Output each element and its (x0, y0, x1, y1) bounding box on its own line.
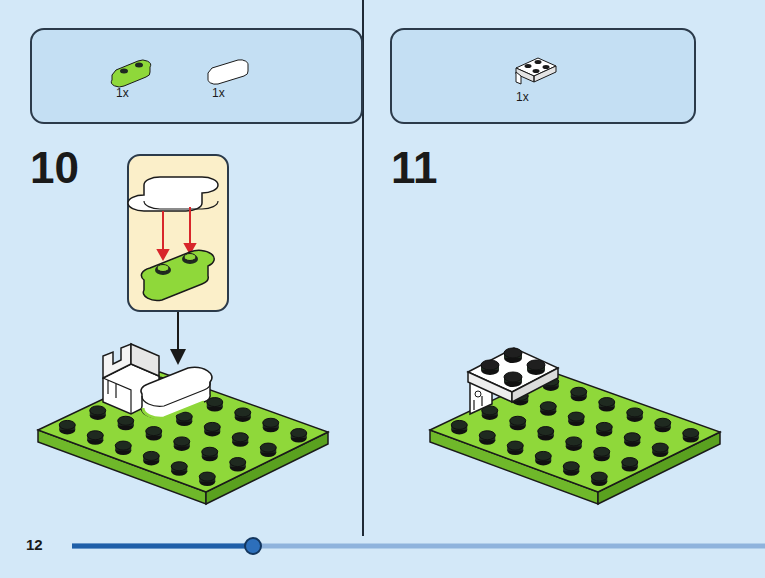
plate-stud (174, 437, 190, 446)
plate-stud (655, 418, 671, 427)
progress-marker (245, 538, 261, 554)
plate-2x2-11 (468, 348, 558, 402)
step-number: 10 (30, 144, 79, 192)
progress-fill (72, 544, 253, 549)
plate-stud (451, 420, 467, 429)
plate-stud (627, 408, 643, 417)
plate-stud (291, 429, 307, 438)
plate-stud (624, 433, 640, 442)
plate-stud (504, 348, 522, 358)
page-number: 12 (26, 536, 43, 554)
plate-stud (59, 420, 75, 429)
plate-stud (87, 431, 103, 440)
plate-stud (479, 431, 495, 440)
plate-stud (115, 441, 131, 450)
plate-stud (481, 360, 499, 370)
tile-10 (141, 367, 212, 418)
plate-stud (263, 418, 279, 427)
part-icon-plate (111, 60, 150, 87)
plate-stud (204, 422, 220, 431)
plate-side (430, 430, 598, 504)
part-quantity: 1x (516, 90, 529, 104)
plate-stud (563, 462, 579, 471)
part-quantity: 1x (116, 86, 129, 100)
plate-stud (599, 398, 615, 407)
part-icon-tile (208, 60, 248, 84)
plate-stud (202, 447, 218, 456)
callout-inset (128, 155, 228, 311)
plate-stud (118, 416, 134, 425)
inset-plate (141, 250, 214, 300)
plate-stud (591, 472, 607, 481)
plate-stud (568, 412, 584, 421)
parts-callout-fill (31, 29, 362, 123)
plate-stud (199, 472, 215, 481)
plate-stud (683, 429, 699, 438)
plate-stud (596, 422, 612, 431)
plate-stud (538, 427, 554, 436)
plate-stud (507, 441, 523, 450)
plate-stud (260, 443, 276, 452)
parts-callout-fill (391, 29, 695, 123)
studs-2x2 (481, 348, 545, 387)
part-icon-bracket (516, 58, 556, 84)
step-number: 11 (391, 144, 438, 192)
placement-arrowhead (170, 349, 186, 365)
inset-tile (128, 177, 218, 211)
plate-stud (90, 406, 106, 415)
plate-stud (232, 433, 248, 442)
plate-stud (230, 458, 246, 467)
plate-stud (622, 458, 638, 467)
plate-stud (594, 447, 610, 456)
plate-stud (652, 443, 668, 452)
plate-stud (527, 360, 545, 370)
plate-stud (235, 408, 251, 417)
plate-stud (504, 372, 522, 382)
plate-stud (566, 437, 582, 446)
plate-side (38, 430, 206, 504)
inset-arrows (158, 207, 195, 259)
plate-stud (571, 387, 587, 396)
plate-stud (535, 451, 551, 460)
plate-stud (510, 416, 526, 425)
parts-callout: 1x 1x (30, 28, 363, 124)
progress-track (72, 544, 765, 549)
part-quantity: 1x (212, 86, 225, 100)
plate-stud (143, 451, 159, 460)
placement-arrow (177, 312, 179, 352)
plate-stud (146, 427, 162, 436)
plate-stud (540, 402, 556, 411)
plate-stud (171, 462, 187, 471)
parts-callout: 1x (390, 28, 696, 124)
